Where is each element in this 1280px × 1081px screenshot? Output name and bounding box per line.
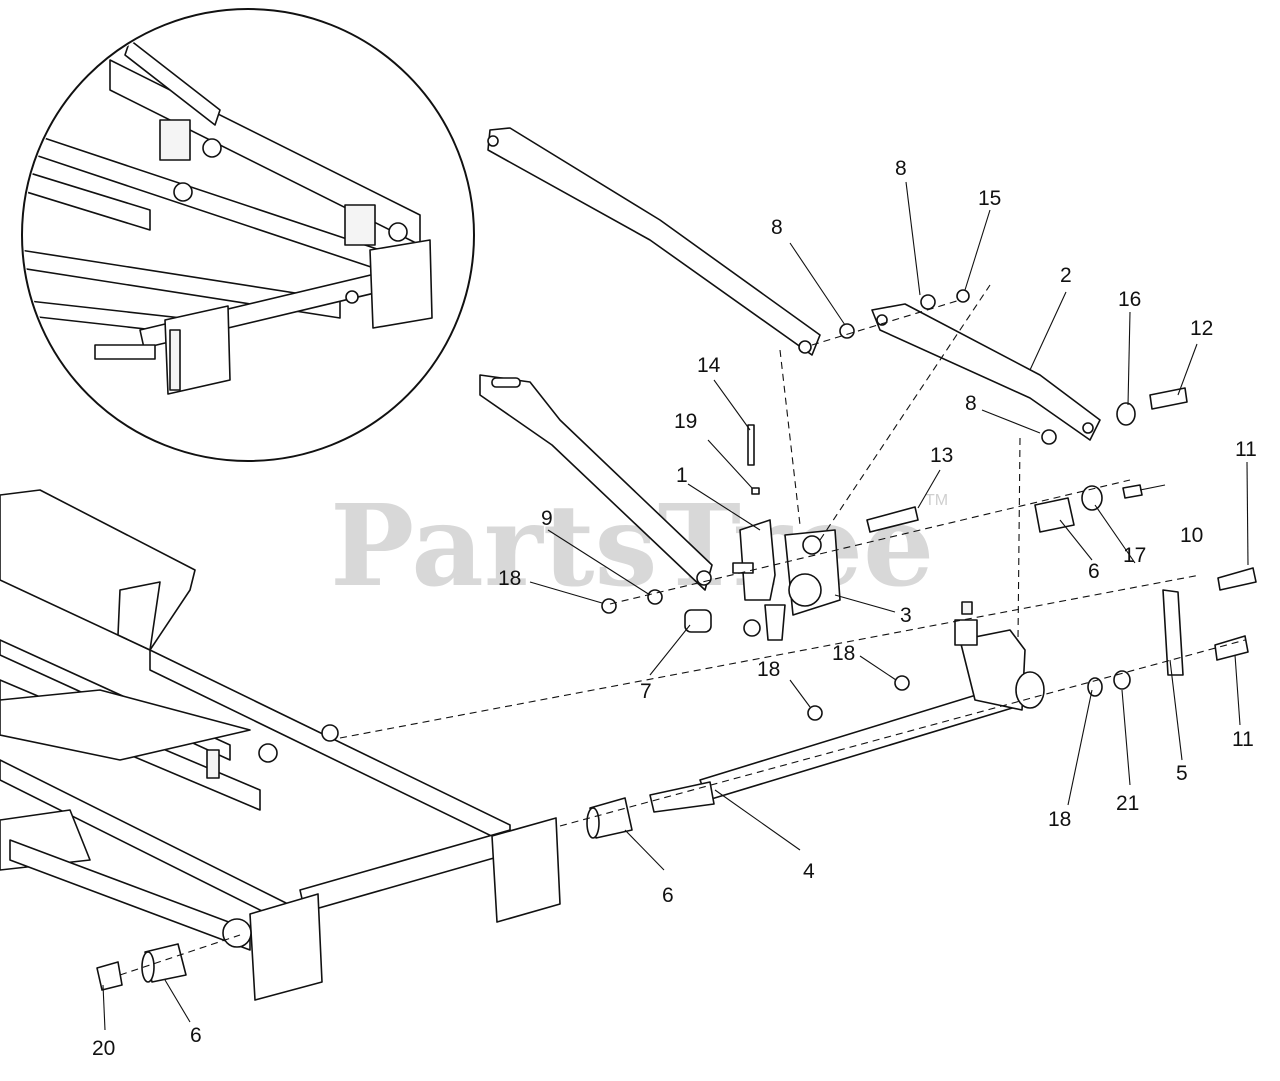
callout-12: 12 xyxy=(1190,317,1213,340)
callout-13: 13 xyxy=(930,444,953,467)
callout-10: 10 xyxy=(1180,524,1203,547)
mower-frame xyxy=(0,489,561,1001)
watermark-trademark: TM xyxy=(925,492,948,509)
callout-4: 4 xyxy=(803,860,815,883)
callout-19: 19 xyxy=(674,410,697,433)
callout-6-bushing-right: 6 xyxy=(1088,560,1100,583)
callout-2: 2 xyxy=(1060,264,1072,287)
inset-detail-view xyxy=(21,8,475,462)
link-bar-2 xyxy=(871,303,1101,441)
callout-18-right: 18 xyxy=(1048,808,1071,831)
lift-link-upper xyxy=(487,127,821,356)
callout-14: 14 xyxy=(697,354,721,377)
callout-7: 7 xyxy=(640,680,652,703)
pivot-bracket xyxy=(732,519,841,641)
callout-11-top: 11 xyxy=(1235,438,1257,461)
small-hardware xyxy=(96,289,1257,991)
callout-20: 20 xyxy=(92,1037,115,1060)
callout-8-right: 8 xyxy=(965,392,977,415)
callout-1: 1 xyxy=(676,464,688,487)
leader-lines xyxy=(102,181,1249,1031)
callout-5: 5 xyxy=(1176,762,1188,785)
callout-16: 16 xyxy=(1118,288,1141,311)
callout-15: 15 xyxy=(978,187,1001,210)
lift-link-lower xyxy=(479,374,713,591)
cross-shaft xyxy=(649,601,1045,813)
callout-18-left: 18 xyxy=(498,567,521,590)
callout-6-bushing-center: 6 xyxy=(662,884,674,907)
callout-18-center: 18 xyxy=(757,658,780,681)
assembly-lines xyxy=(119,284,1246,976)
callout-17: 17 xyxy=(1123,544,1146,567)
callout-21: 21 xyxy=(1116,792,1139,815)
callout-labels: 1 2 3 4 5 6 6 6 7 8 8 8 9 10 11 11 12 13… xyxy=(92,157,1257,1060)
callout-3: 3 xyxy=(900,604,912,627)
callout-8-left: 8 xyxy=(771,216,783,239)
callout-11-bottom: 11 xyxy=(1232,728,1254,751)
callout-9: 9 xyxy=(541,507,553,530)
callout-6-bushing-left: 6 xyxy=(190,1024,202,1047)
callout-8-top: 8 xyxy=(895,157,907,180)
callout-18-center-right: 18 xyxy=(832,642,855,665)
